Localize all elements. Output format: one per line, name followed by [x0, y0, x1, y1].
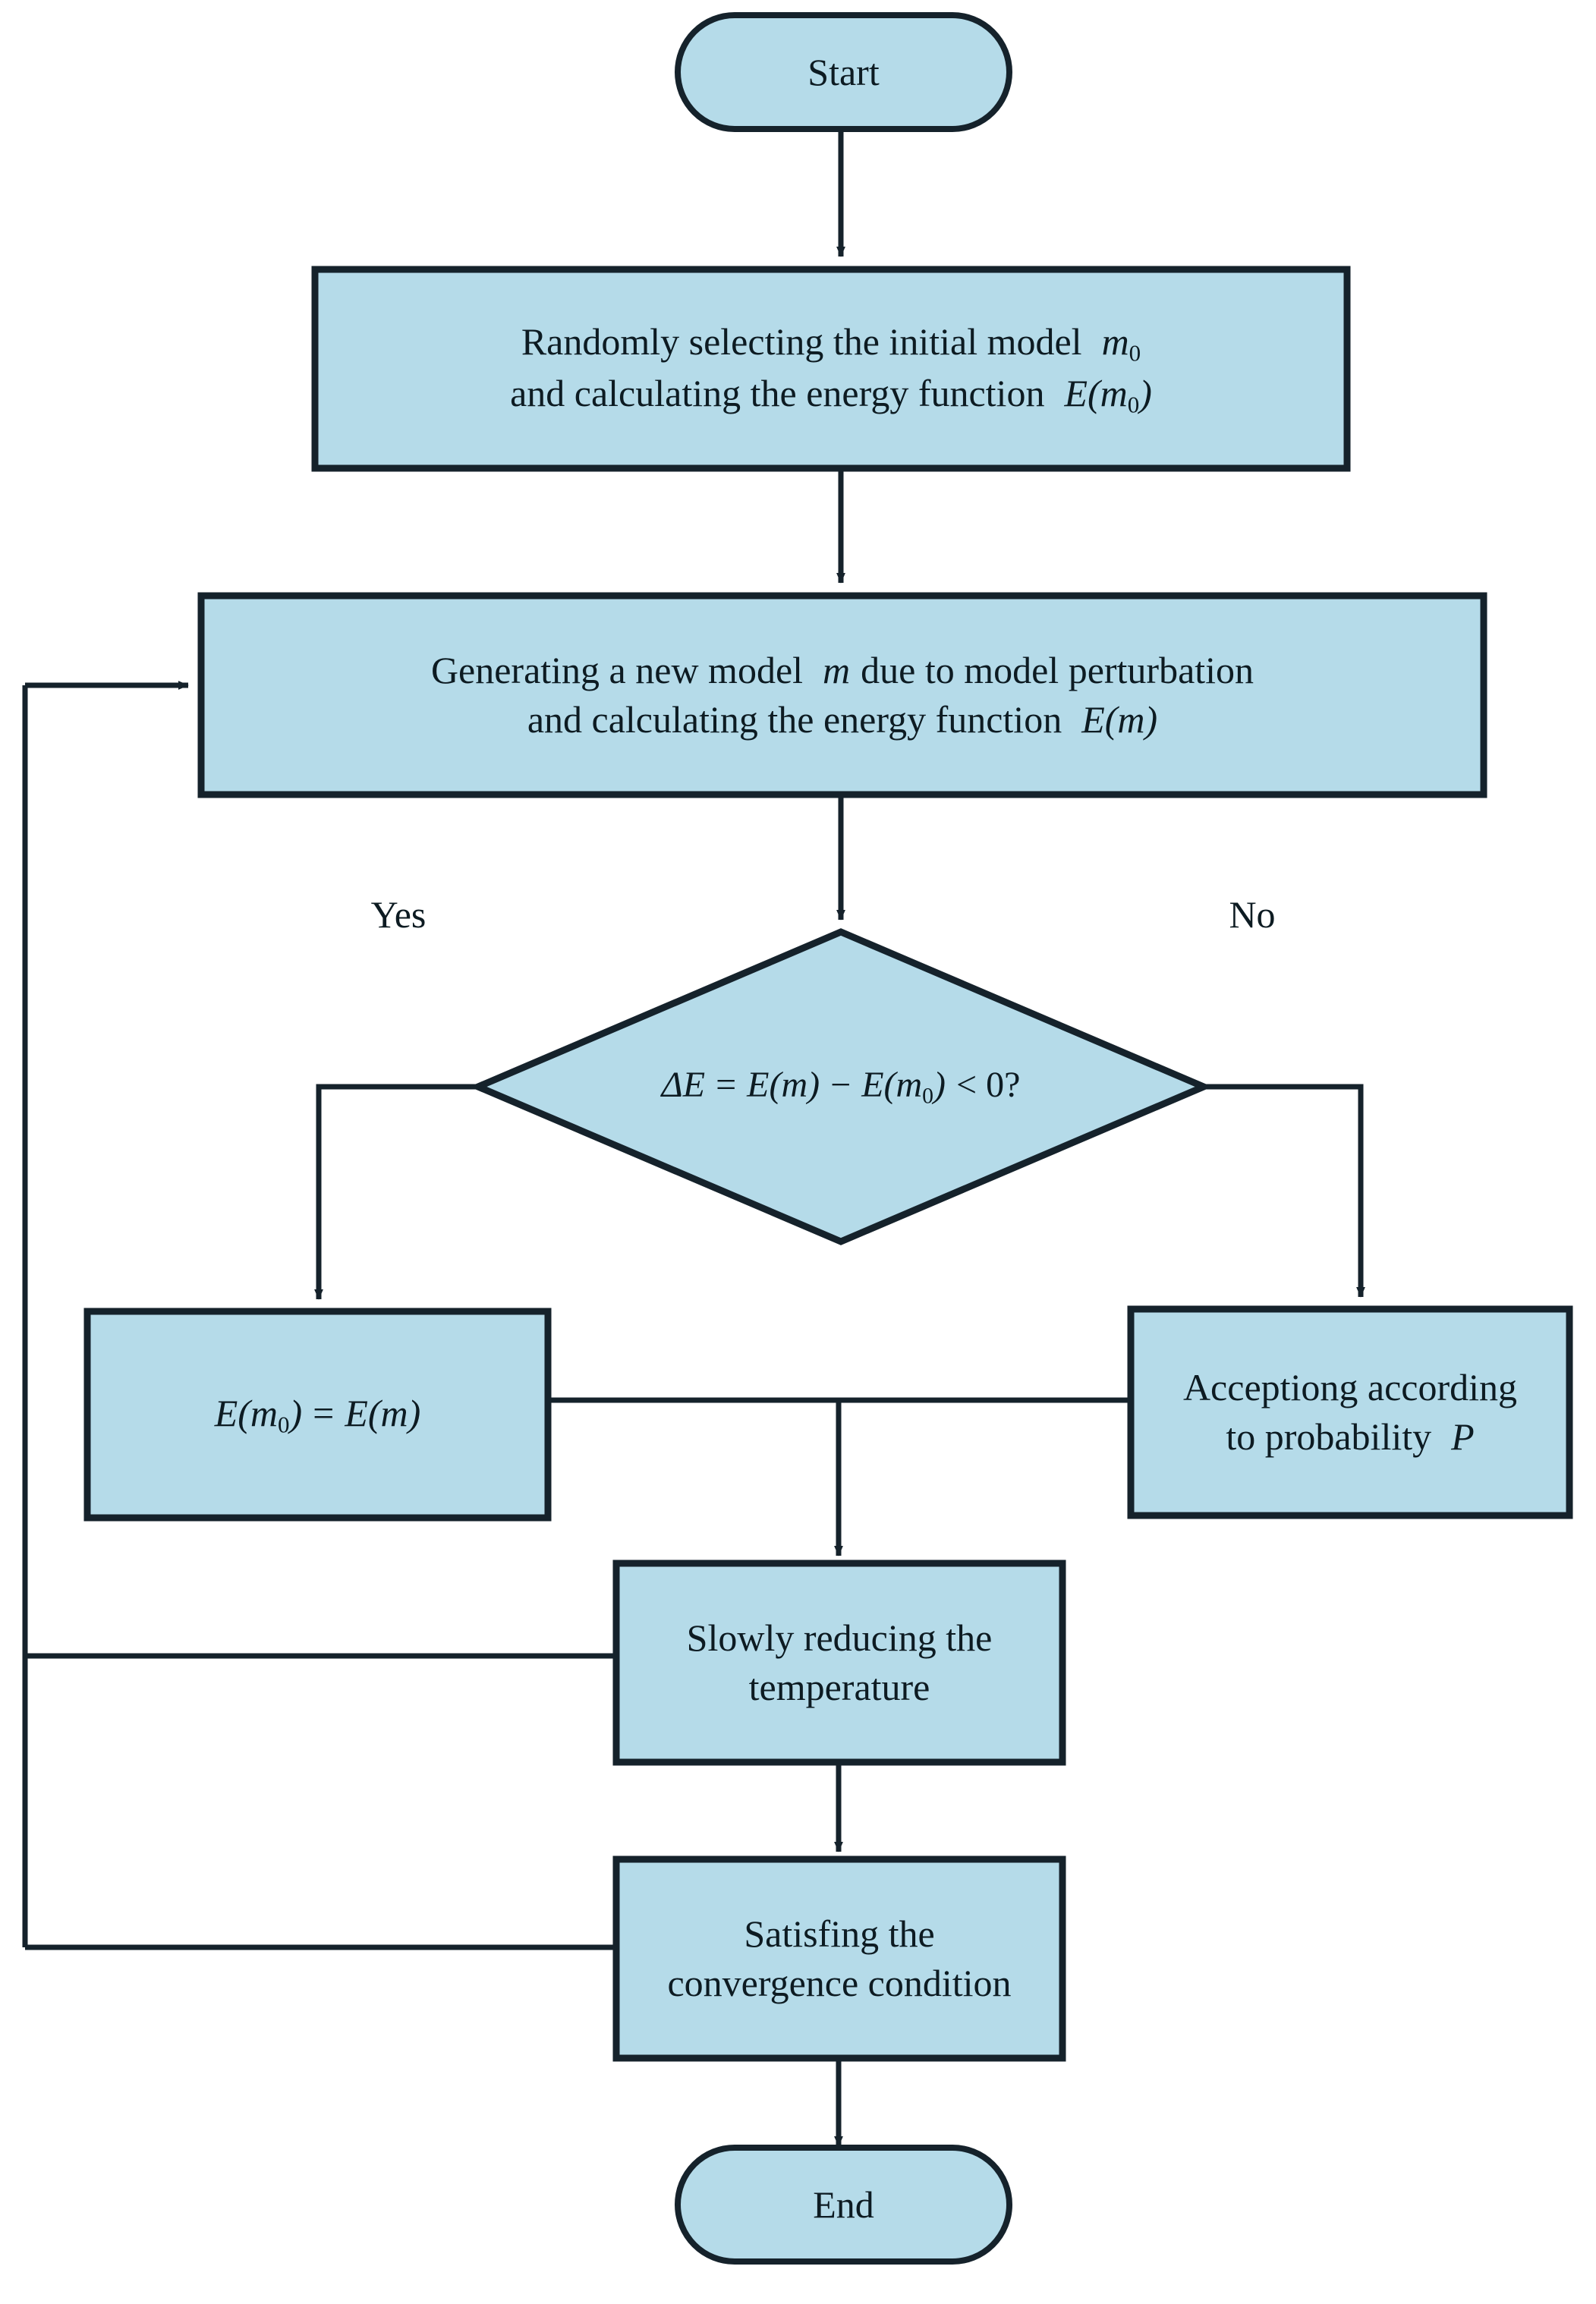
edge-no-to-accept-probability [1205, 1084, 1365, 1298]
node-start[interactable] [675, 12, 1012, 132]
edge-yes-to-accept-energy [314, 1084, 477, 1300]
connector-layer [22, 74, 1365, 2147]
node-cool[interactable] [612, 1560, 1066, 1766]
node-decision[interactable] [469, 928, 1213, 1245]
node-init[interactable] [311, 266, 1351, 472]
node-perturb[interactable] [197, 592, 1487, 798]
node-accept-probability[interactable] [1127, 1305, 1573, 1519]
node-accept-energy[interactable] [83, 1308, 552, 1522]
node-end[interactable] [675, 2145, 1012, 2265]
node-converge[interactable] [612, 1855, 1066, 2062]
